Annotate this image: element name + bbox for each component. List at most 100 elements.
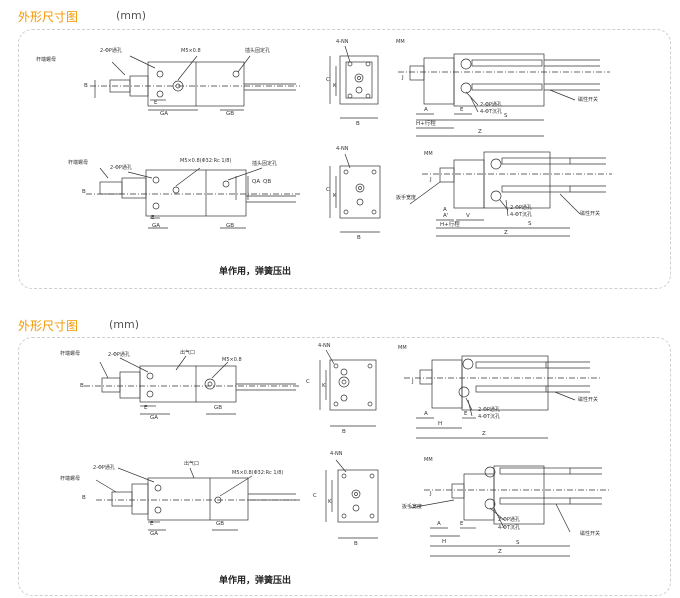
port-thread-label: M5×0.8 bbox=[181, 48, 201, 54]
mm-label: MM bbox=[396, 39, 405, 45]
caption: 单作用，弹簧压出 bbox=[219, 576, 292, 586]
dim-ga: GA bbox=[150, 531, 159, 537]
dim-k: K bbox=[328, 499, 332, 505]
port-thread-label: M5×0.8 bbox=[222, 357, 242, 363]
dim-k: K bbox=[322, 383, 326, 389]
through-hole-label: 2-ΦP通孔 bbox=[480, 102, 502, 108]
dim-b: B bbox=[342, 429, 346, 435]
dim-b: B bbox=[357, 235, 361, 241]
dim-a: A bbox=[443, 207, 447, 213]
rod-end-nut-label: 杆端螺母 bbox=[68, 160, 89, 166]
nn-label: 4-NN bbox=[330, 451, 343, 457]
wrench-width-label: 扳手宽度 bbox=[402, 504, 423, 510]
dim-e: E bbox=[151, 215, 155, 221]
dim-h-stroke: H+行程 bbox=[440, 222, 460, 228]
nn-label: 4-NN bbox=[336, 39, 349, 45]
drawing-panel bbox=[18, 29, 671, 289]
through-hole-label: 2-ΦP通孔 bbox=[478, 407, 500, 413]
dim-z: Z bbox=[478, 129, 482, 135]
dim-h-stroke: H+行程 bbox=[416, 121, 436, 127]
dim-j: J bbox=[412, 379, 414, 385]
dim-a: A bbox=[424, 411, 428, 417]
magnetic-switch-label: 磁性开关 bbox=[580, 531, 601, 537]
mm-label: MM bbox=[424, 457, 433, 463]
through-hole-label: 2-ΦP通孔 bbox=[110, 165, 132, 171]
dim-j: J bbox=[430, 177, 432, 183]
unit-label: (mm) bbox=[116, 9, 147, 22]
through-hole-label: 2-ΦP通孔 bbox=[108, 352, 130, 358]
magnetic-switch-label: 磁性开关 bbox=[580, 211, 601, 217]
dim-e: E bbox=[460, 521, 464, 527]
dim-c: C bbox=[326, 77, 330, 83]
section-title: 外形尺寸图 bbox=[18, 10, 79, 24]
dim-k: K bbox=[333, 83, 337, 89]
dim-j: J bbox=[402, 75, 404, 81]
dim-e: E bbox=[464, 411, 468, 417]
dim-b: B bbox=[80, 383, 84, 389]
through-hole-label: 2-ΦP通孔 bbox=[498, 517, 520, 523]
magnetic-switch-label: 磁性开关 bbox=[578, 97, 599, 103]
mm-label: MM bbox=[398, 345, 407, 351]
dim-b: B bbox=[82, 189, 86, 195]
wrench-width-label: 扳手宽度 bbox=[396, 195, 417, 201]
unit-label: (mm) bbox=[109, 318, 140, 331]
dim-c: C bbox=[326, 187, 330, 193]
rod-end-nut-label: 杆端螺母 bbox=[60, 476, 81, 482]
counterbore-label: 4-ΦT沉孔 bbox=[498, 525, 520, 531]
plug-fixing-hole-label: 插头固定孔 bbox=[252, 161, 278, 167]
dim-b: B bbox=[82, 495, 86, 501]
counterbore-label: 4-ΦT沉孔 bbox=[480, 109, 502, 115]
counterbore-label: 4-ΦT沉孔 bbox=[510, 212, 532, 218]
dim-e: E bbox=[144, 405, 148, 411]
nn-label: 4-NN bbox=[318, 343, 331, 349]
through-hole-label: 2-ΦP通孔 bbox=[93, 465, 115, 471]
dim-a-prime: A' bbox=[443, 213, 449, 219]
port-thread-label: M5×0.8(Φ32:Rc 1/8) bbox=[180, 158, 232, 164]
nn-label: 4-NN bbox=[336, 146, 349, 152]
magnetic-switch-label: 磁性开关 bbox=[578, 397, 599, 403]
dim-z: Z bbox=[498, 549, 502, 555]
dim-qa: QA bbox=[252, 179, 261, 185]
dim-s: S bbox=[528, 221, 532, 227]
dim-gb: GB bbox=[216, 521, 225, 527]
dim-ga: GA bbox=[160, 111, 169, 117]
dim-e: E bbox=[460, 107, 464, 113]
dim-c: C bbox=[313, 493, 317, 499]
dim-a: A bbox=[437, 521, 441, 527]
dim-v: V bbox=[466, 213, 470, 219]
dim-z: Z bbox=[482, 431, 486, 437]
dim-j: J bbox=[430, 491, 432, 497]
dim-gb: GB bbox=[226, 111, 235, 117]
dim-h: H bbox=[438, 421, 443, 427]
rod-end-nut-label: 杆端螺母 bbox=[60, 351, 81, 357]
dim-gb: GB bbox=[226, 223, 235, 229]
air-outlet-label: 出气口 bbox=[184, 461, 200, 467]
dim-b: B bbox=[84, 83, 88, 89]
air-outlet-label: 出气口 bbox=[180, 350, 196, 356]
dim-c: C bbox=[306, 379, 310, 385]
dim-ga: GA bbox=[150, 415, 159, 421]
rod-end-nut-label: 杆端螺母 bbox=[36, 57, 57, 63]
caption: 单作用，弹簧压出 bbox=[219, 267, 292, 277]
dim-e: E bbox=[150, 521, 154, 527]
plug-fixing-hole-label: 插头固定孔 bbox=[245, 48, 271, 54]
dim-ga: GA bbox=[152, 223, 161, 229]
dim-a: A bbox=[424, 107, 428, 113]
dim-b: B bbox=[354, 541, 358, 547]
dim-gb: GB bbox=[214, 405, 223, 411]
through-hole-label: 2-ΦP通孔 bbox=[510, 205, 532, 211]
through-hole-label: 2-ΦP通孔 bbox=[100, 48, 122, 54]
counterbore-label: 4-ΦT沉孔 bbox=[478, 414, 500, 420]
dim-k: K bbox=[333, 193, 337, 199]
dim-s: S bbox=[516, 540, 520, 546]
port-thread-label: M5×0.8(Φ32:Rc 1/8) bbox=[232, 470, 284, 476]
dim-qb: QB bbox=[263, 179, 272, 185]
mm-label: MM bbox=[424, 151, 433, 157]
dim-b: B bbox=[356, 121, 360, 127]
dim-e: E bbox=[154, 100, 158, 106]
dim-h: H bbox=[442, 539, 447, 545]
dim-s: S bbox=[504, 113, 508, 119]
section-title: 外形尺寸图 bbox=[18, 319, 79, 333]
dim-z: Z bbox=[504, 230, 508, 236]
